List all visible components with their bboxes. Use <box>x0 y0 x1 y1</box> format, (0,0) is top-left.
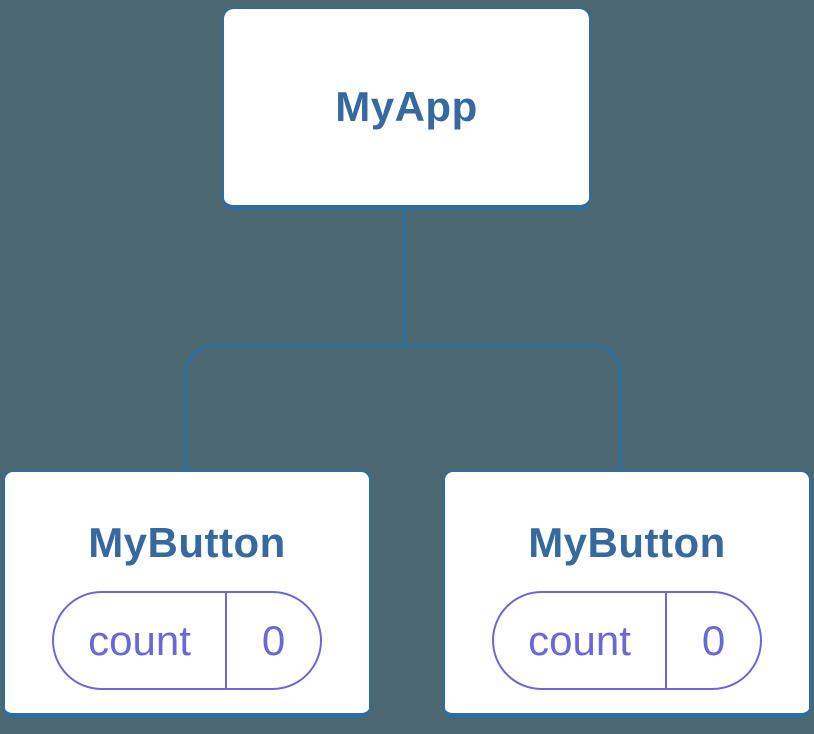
component-box-mybutton-1: MyButton count 0 <box>3 470 371 718</box>
component-label-myapp: MyApp <box>335 83 478 130</box>
state-key-label-2: count <box>528 616 631 664</box>
state-value-cell-2: 0 <box>667 593 760 688</box>
state-value-1: 0 <box>261 616 286 664</box>
state-key-label-1: count <box>88 616 191 664</box>
component-label-mybutton-1: MyButton <box>88 519 286 566</box>
component-box-mybutton-2: MyButton count 0 <box>443 470 811 718</box>
state-pill-1: count 0 <box>52 591 322 690</box>
connector-stem <box>403 209 406 346</box>
component-box-myapp: MyApp <box>222 7 591 210</box>
state-key-cell-2: count <box>494 593 667 688</box>
state-pill-2: count 0 <box>492 591 762 690</box>
state-value-2: 0 <box>701 616 726 664</box>
component-label-mybutton-2: MyButton <box>528 519 726 566</box>
state-key-cell-1: count <box>54 593 227 688</box>
state-value-cell-1: 0 <box>227 593 320 688</box>
connector-branch <box>184 344 622 470</box>
